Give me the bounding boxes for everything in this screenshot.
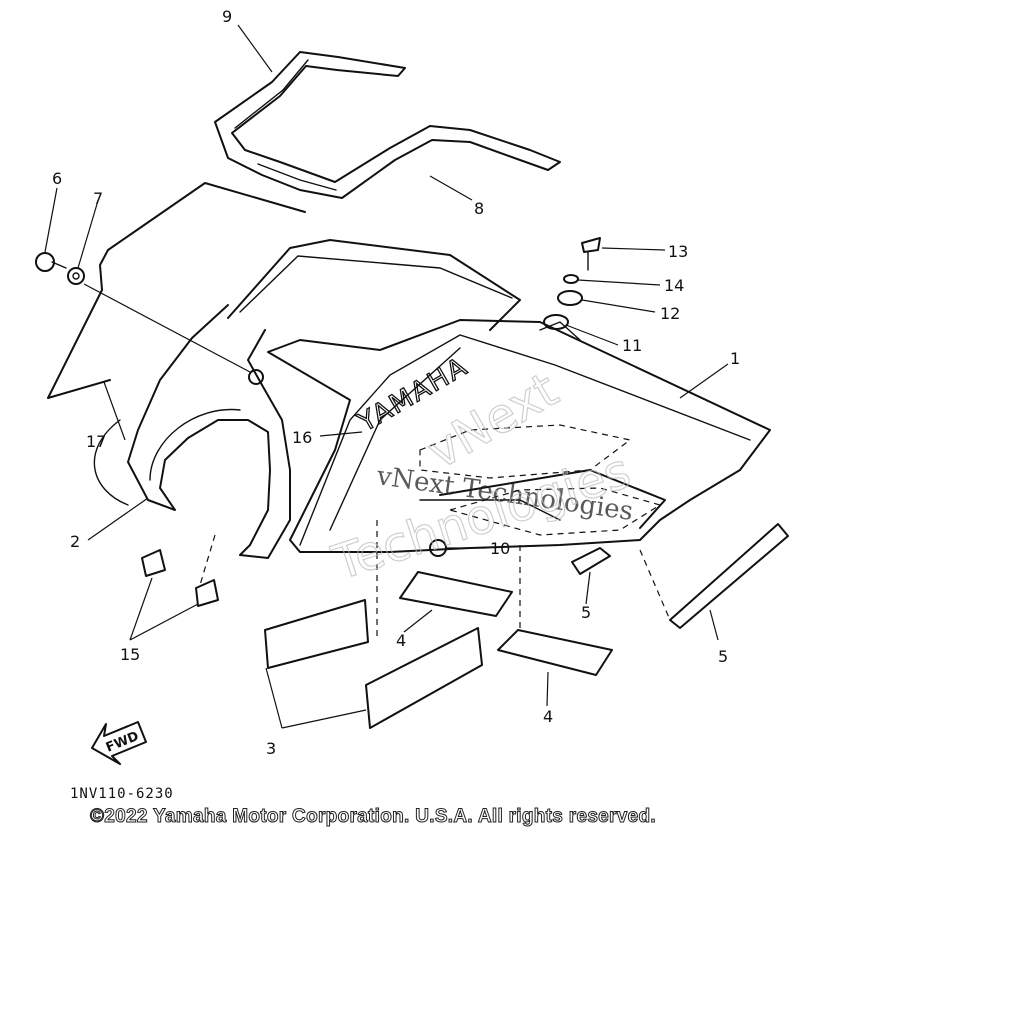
pad-part-4 bbox=[399, 571, 613, 676]
leader-lines bbox=[44, 24, 729, 729]
callout-4b: 4 bbox=[543, 707, 553, 726]
callout-13: 13 bbox=[668, 242, 688, 261]
strip-part-5 bbox=[571, 523, 789, 629]
callout-3: 3 bbox=[266, 739, 276, 758]
watermark: vNext Technologies vNext Technologies bbox=[325, 361, 638, 592]
callout-numbers: 9 8 6 7 13 14 12 11 1 16 17 2 10 5 4 15 … bbox=[52, 7, 740, 758]
fwd-arrow: FWD bbox=[91, 721, 147, 765]
callout-14: 14 bbox=[664, 276, 684, 295]
callout-5a: 5 bbox=[581, 603, 591, 622]
callout-17: 17 bbox=[86, 432, 106, 451]
callout-2: 2 bbox=[70, 532, 80, 551]
side-cowl-part bbox=[93, 304, 291, 559]
trim-rail-part bbox=[214, 51, 561, 199]
callout-5b: 5 bbox=[718, 647, 728, 666]
callout-1: 1 bbox=[730, 349, 740, 368]
callout-4a: 4 bbox=[396, 631, 406, 650]
callout-8: 8 bbox=[474, 199, 484, 218]
fastener-hardware bbox=[35, 237, 601, 557]
callout-6: 6 bbox=[52, 169, 62, 188]
callout-15: 15 bbox=[120, 645, 140, 664]
clip-part-15 bbox=[141, 549, 219, 607]
main-hood-part bbox=[227, 239, 771, 553]
copyright-notice: ©2022 Yamaha Motor Corporation. U.S.A. A… bbox=[90, 806, 657, 828]
callout-9: 9 bbox=[222, 7, 232, 26]
catalog-code: 1NV110-6230 bbox=[70, 786, 174, 802]
decal-part bbox=[47, 182, 306, 399]
callout-7: 7 bbox=[93, 189, 103, 208]
callout-11: 11 bbox=[622, 336, 642, 355]
callout-16: 16 bbox=[292, 428, 312, 447]
callout-12: 12 bbox=[660, 304, 680, 323]
callout-10: 10 bbox=[490, 539, 510, 558]
pad-part-3 bbox=[264, 599, 483, 729]
